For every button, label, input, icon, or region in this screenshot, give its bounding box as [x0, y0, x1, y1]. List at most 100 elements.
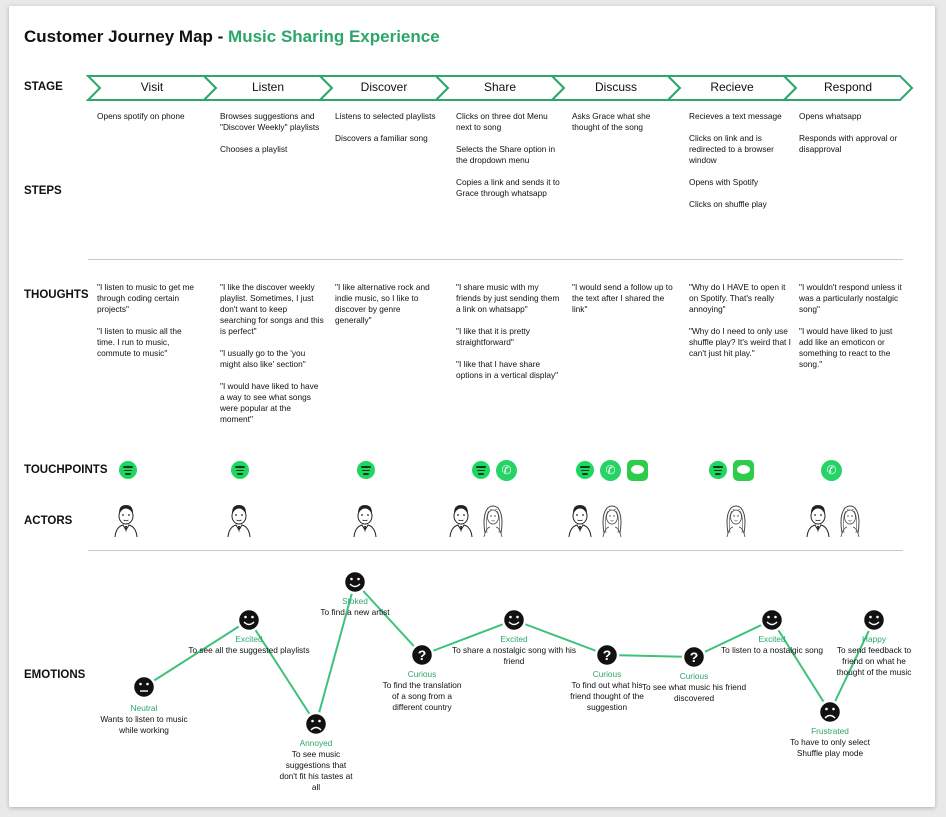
happy-face-icon [759, 607, 785, 633]
thoughts-respond: "I wouldn't respond unless it was a part… [799, 282, 903, 381]
emotion-description: To listen to a nostalgic song [721, 645, 823, 655]
step-item: Browses suggestions and "Discover Weekly… [220, 111, 320, 132]
row-label-emotions: EMOTIONS [24, 669, 86, 681]
thought-item: "I would send a follow up to the text af… [572, 282, 673, 314]
man-avatar-icon [112, 503, 140, 542]
emotion-description: To send feedback to friend on what he th… [836, 645, 912, 677]
step-item: Listens to selected playlists [335, 111, 436, 121]
emotion-feeling: Stoked [342, 596, 368, 606]
step-item: Chooses a playlist [220, 144, 288, 154]
emotion-description: To have to only select Shuffle play mode [790, 737, 870, 758]
question-face-icon: ? [409, 642, 435, 668]
stage-name-discover: Discover [360, 80, 408, 94]
step-item: Clicks on link and is redirected to a br… [689, 133, 774, 165]
actors-recieve [722, 503, 750, 542]
thought-item: "Why do I need to only use shuffle play?… [689, 326, 791, 358]
divider-actors-emotions [88, 550, 903, 551]
step-item: Opens with Spotify [689, 177, 759, 187]
spotify-icon [709, 461, 727, 479]
spotify-icon [231, 461, 249, 479]
page-title: Customer Journey Map - Music Sharing Exp… [24, 27, 440, 47]
man-avatar-icon [447, 503, 475, 542]
thought-item: "I like the discover weekly playlist. So… [220, 282, 324, 336]
neutral-face-icon [131, 674, 157, 700]
step-item: Clicks on three dot Menu next to song [456, 111, 548, 132]
thought-item: "I would have liked to have a way to see… [220, 381, 319, 424]
spotify-icon [576, 461, 594, 479]
stage-chevron-respond [781, 75, 914, 101]
messages-icon [627, 459, 648, 481]
actors-discover [351, 503, 379, 542]
emotion-description: To see what music his friend discovered [641, 682, 747, 703]
emotion-feeling: Frustrated [811, 726, 849, 736]
spotify-icon [357, 461, 375, 479]
emotion-curve-segment [606, 654, 695, 658]
emotion-description: To find the translation of a song from a… [382, 680, 462, 712]
emotion-description: To see all the suggested playlists [188, 645, 310, 655]
woman-avatar-icon [836, 503, 864, 542]
emotion-description: To find out what his friend thought of t… [570, 680, 644, 712]
woman-avatar-icon [598, 503, 626, 542]
whatsapp-icon: ✆ [496, 459, 517, 481]
step-item: Opens whatsapp [799, 111, 862, 121]
thoughts-visit: "I listen to music to get me through cod… [97, 282, 201, 370]
emotion-feeling: Excited [235, 634, 263, 644]
svg-text:?: ? [603, 647, 612, 663]
sad-face-icon [817, 699, 843, 725]
actors-respond [804, 503, 864, 542]
emotion-curve-segment [693, 619, 773, 658]
step-item: Selects the Share option in the dropdown… [456, 144, 556, 165]
thought-item: "I usually go to the 'you might also lik… [220, 348, 306, 369]
stage-name-recieve: Recieve [710, 80, 754, 94]
man-avatar-icon [225, 503, 253, 542]
question-face-icon: ? [594, 642, 620, 668]
thought-item: "I wouldn't respond unless it was a part… [799, 282, 902, 314]
sad-face-icon [303, 711, 329, 737]
svg-text:?: ? [418, 647, 427, 663]
row-label-actors: ACTORS [24, 515, 73, 527]
emotion-feeling: Curious [592, 669, 622, 679]
emotion-feeling: Excited [758, 634, 786, 644]
steps-visit: Opens spotify on phone [97, 111, 201, 133]
step-item: Clicks on shuffle play [689, 199, 767, 209]
emotion-feeling: Neutral [130, 703, 158, 713]
stage-chevrons [85, 75, 914, 101]
thoughts-share: "I share music with my friends by just s… [456, 282, 560, 392]
thought-item: "Why do I HAVE to open it on Spotify. Th… [689, 282, 786, 314]
thoughts-discuss: "I would send a follow up to the text af… [572, 282, 676, 326]
step-item: Copies a link and sends it to Grace thro… [456, 177, 560, 198]
emotion-curve-segment [315, 581, 356, 725]
stage-name-listen: Listen [251, 80, 285, 94]
thought-item: "I like that I have share options in a v… [456, 359, 559, 380]
stage-name-discuss: Discuss [594, 80, 637, 94]
woman-avatar-icon [722, 503, 750, 542]
actors-visit [112, 503, 140, 542]
emotion-description: To share a nostalgic song with his frien… [451, 645, 577, 666]
emotion-curve-segment [513, 619, 608, 656]
row-label-stage: STAGE [24, 81, 63, 93]
emotion-feeling: Curious [407, 669, 437, 679]
touchpoints-recieve [709, 459, 754, 481]
touchpoints-discover [357, 459, 375, 481]
emotion-feeling: Curious [679, 671, 709, 681]
emotion-curve-segment [354, 581, 423, 656]
happy-face-icon [236, 607, 262, 633]
man-avatar-icon [351, 503, 379, 542]
touchpoints-listen [231, 459, 249, 481]
actors-discuss [566, 503, 626, 542]
row-label-touchpoints: TOUCHPOINTS [24, 464, 108, 476]
emotion-curve-segment [248, 619, 317, 725]
spotify-icon [119, 461, 137, 479]
stage-name-respond: Respond [823, 80, 873, 94]
